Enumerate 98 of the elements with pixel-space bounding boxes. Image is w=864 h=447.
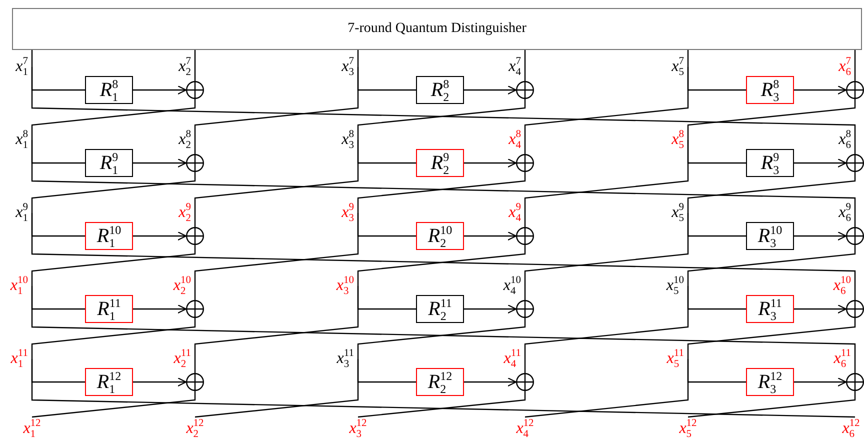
connector-line — [687, 318, 856, 359]
connector-line — [524, 67, 526, 81]
xor-symbol — [516, 373, 534, 391]
connector-line — [194, 213, 196, 227]
arrow — [464, 304, 517, 314]
title-box — [12, 8, 862, 50]
xor-symbol — [186, 227, 204, 245]
connector-line — [524, 213, 689, 286]
round-function-box — [85, 295, 133, 323]
arrow — [794, 377, 847, 387]
connector-line — [687, 245, 856, 286]
arrow — [133, 304, 187, 314]
round-function-box — [85, 76, 133, 104]
connector-line — [31, 67, 856, 140]
round-function-box — [85, 149, 133, 177]
connector-line — [524, 50, 526, 67]
connector-line — [31, 213, 856, 286]
connector-line — [357, 172, 526, 213]
connector-line — [687, 172, 856, 213]
xor-symbol — [846, 373, 864, 391]
arrow — [464, 377, 517, 387]
round-function-box — [85, 222, 133, 250]
title-text: 7-round Quantum Distinguisher — [348, 21, 526, 37]
xor-symbol — [186, 81, 204, 99]
connector-line — [688, 391, 856, 418]
connector-line — [854, 213, 856, 227]
connector-line — [854, 140, 856, 154]
connector-line — [524, 359, 689, 418]
connector-line — [357, 318, 526, 359]
xor-symbol — [516, 300, 534, 318]
connector-line — [194, 140, 196, 154]
arrow — [133, 231, 187, 241]
round-function-box — [746, 76, 794, 104]
arrow — [464, 231, 517, 241]
connector-line — [524, 140, 689, 213]
connector-line — [524, 140, 526, 154]
connector-line — [524, 286, 526, 300]
arrow — [133, 377, 187, 387]
connector-line — [194, 359, 196, 373]
arrow — [133, 85, 187, 95]
connector-line — [357, 245, 526, 286]
connector-line — [854, 286, 856, 300]
round-function-box — [746, 222, 794, 250]
round-function-box — [416, 149, 464, 177]
connector-line — [854, 359, 856, 373]
connector-line — [194, 50, 196, 67]
connector-line — [31, 318, 196, 359]
arrow — [464, 85, 517, 95]
round-function-box — [416, 76, 464, 104]
connector-line — [524, 286, 689, 359]
arrow — [794, 158, 847, 168]
connector-line — [31, 245, 196, 286]
xor-symbol — [846, 154, 864, 172]
connector-line — [31, 140, 856, 213]
xor-symbol — [186, 373, 204, 391]
connector-line — [32, 391, 196, 418]
connector-line — [854, 50, 856, 67]
xor-symbol — [516, 227, 534, 245]
connector-line — [357, 99, 526, 140]
round-function-box — [416, 222, 464, 250]
round-function-box — [416, 295, 464, 323]
connector-line — [194, 286, 359, 359]
round-function-box — [416, 368, 464, 396]
connector-line — [687, 50, 689, 67]
connector-line — [194, 67, 359, 140]
connector-line — [31, 359, 856, 418]
arrow — [133, 158, 187, 168]
round-function-box — [85, 368, 133, 396]
arrow — [794, 304, 847, 314]
xor-symbol — [516, 154, 534, 172]
connector-line — [687, 99, 856, 140]
round-function-box — [746, 295, 794, 323]
xor-symbol — [846, 300, 864, 318]
arrow — [794, 231, 847, 241]
round-function-box — [746, 368, 794, 396]
connector-line — [31, 172, 196, 213]
connector-line — [31, 286, 856, 359]
xor-symbol — [846, 227, 864, 245]
connector-line — [524, 213, 526, 227]
connector-line — [524, 67, 689, 140]
xor-symbol — [186, 300, 204, 318]
connector-line — [194, 359, 359, 418]
xor-symbol — [846, 81, 864, 99]
connector-line — [524, 359, 526, 373]
connector-line — [194, 140, 359, 213]
connector-line — [194, 213, 359, 286]
connector-line — [31, 50, 33, 67]
connector-line — [194, 67, 196, 81]
xor-symbol — [516, 81, 534, 99]
connector-line — [31, 99, 196, 140]
round-function-box — [746, 149, 794, 177]
connector-line — [358, 391, 526, 418]
connector-line — [854, 67, 856, 81]
xor-symbol — [186, 154, 204, 172]
connector-line — [194, 286, 196, 300]
connector-line — [357, 50, 359, 67]
arrow — [794, 85, 847, 95]
arrow — [464, 158, 517, 168]
